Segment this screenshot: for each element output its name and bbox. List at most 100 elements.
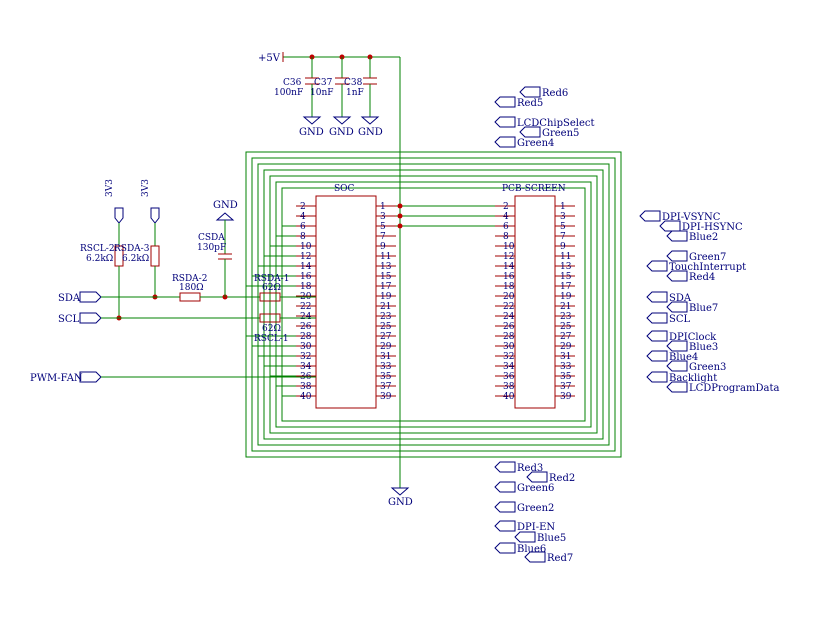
net-blue2: Blue2 (689, 232, 718, 243)
svg-text:180Ω: 180Ω (179, 283, 204, 293)
net-green3: Green3 (689, 362, 726, 373)
net-red4: Red4 (689, 272, 715, 283)
soc-pin-30: 30 (300, 342, 312, 352)
soc-pin-11: 11 (380, 252, 391, 262)
soc-pin-33: 33 (380, 362, 392, 372)
screen-pin-16: 16 (503, 272, 515, 282)
net-sda: SDA (669, 293, 692, 304)
svg-text:6.2kΩ: 6.2kΩ (122, 254, 149, 264)
screen-pin-22: 22 (503, 302, 514, 312)
screen-pin-1: 1 (560, 202, 566, 212)
net-red6: Red6 (542, 88, 568, 99)
screen-pin-14: 14 (503, 262, 515, 272)
svg-text:RSDA-3: RSDA-3 (114, 244, 150, 254)
screen-pin-5: 5 (560, 222, 566, 232)
soc-pin-10: 10 (300, 242, 312, 252)
screen-pin-29: 29 (560, 342, 572, 352)
screen-pin-32: 32 (503, 352, 514, 362)
soc-pin-37: 37 (380, 382, 392, 392)
screen-pin-27: 27 (560, 332, 572, 342)
screen-pin-23: 23 (560, 312, 572, 322)
bus-loop-wires (245, 151, 622, 458)
soc-pin-3: 3 (380, 212, 386, 222)
soc-pin-13: 13 (380, 262, 392, 272)
svg-text:RSDA-1: RSDA-1 (254, 274, 289, 284)
screen-pin-40: 40 (503, 392, 515, 402)
svg-text:GND: GND (213, 200, 238, 211)
screen-pin-8: 8 (503, 232, 509, 242)
soc-pin-16: 16 (300, 272, 312, 282)
svg-text:6.2kΩ: 6.2kΩ (86, 254, 113, 264)
svg-text:SCL: SCL (58, 314, 80, 325)
screen-pin-28: 28 (503, 332, 515, 342)
net-scl: SCL (669, 314, 691, 325)
net-red7: Red7 (547, 553, 573, 564)
screen-pin-12: 12 (503, 252, 514, 262)
svg-text:C37: C37 (314, 78, 333, 88)
svg-text:CSDA: CSDA (198, 233, 225, 243)
net-dpi-vsync: DPI-VSYNC (662, 212, 721, 223)
net-green7: Green7 (689, 252, 726, 263)
soc-pin-40: 40 (300, 392, 312, 402)
net-touchinterrupt: TouchInterrupt (669, 262, 746, 273)
soc-pin-24: 24 (300, 312, 312, 322)
soc-pin-12: 12 (300, 252, 311, 262)
svg-text:62Ω: 62Ω (262, 324, 281, 334)
net-lcdchipselect: LCDChipSelect (517, 118, 595, 129)
soc-pin-6: 6 (300, 222, 306, 232)
screen-pin-9: 9 (560, 242, 566, 252)
net-backlight: Backlight (669, 373, 717, 384)
soc-pin-31: 31 (380, 352, 391, 362)
screen-pin-26: 26 (503, 322, 515, 332)
screen-pin-24: 24 (503, 312, 515, 322)
svg-text:PWM-FAN: PWM-FAN (30, 373, 83, 384)
svg-text:62Ω: 62Ω (262, 283, 281, 293)
screen-connector: PCB-SCREEN 24681012141618202224262830323… (495, 184, 575, 409)
gnd-symbols-caps: GND GND GND (299, 116, 383, 138)
soc-pin-28: 28 (300, 332, 312, 342)
soc-pin-34: 34 (300, 362, 312, 372)
screen-pin-17: 17 (560, 282, 572, 292)
soc-pin-4: 4 (300, 212, 306, 222)
capacitor-c37: C37 10nF (310, 57, 349, 117)
screen-pin-35: 35 (560, 372, 572, 382)
svg-text:GND: GND (358, 127, 383, 138)
soc-pin-32: 32 (300, 352, 311, 362)
soc-pin-22: 22 (300, 302, 311, 312)
screen-pin-4: 4 (503, 212, 509, 222)
soc-pin-26: 26 (300, 322, 312, 332)
screen-pin-18: 18 (503, 282, 515, 292)
svg-text:C38: C38 (344, 78, 363, 88)
soc-pin-35: 35 (380, 372, 392, 382)
net-green5: Green5 (542, 128, 579, 139)
svg-text:3V3: 3V3 (105, 179, 115, 197)
soc-pin-14: 14 (300, 262, 312, 272)
soc-pin-2: 2 (300, 202, 306, 212)
net-blue7: Blue7 (689, 303, 718, 314)
svg-text:RSCL-1: RSCL-1 (254, 334, 289, 344)
svg-text:GND: GND (388, 497, 413, 508)
svg-text:C36: C36 (283, 78, 302, 88)
soc-pin-15: 15 (380, 272, 392, 282)
soc-pin-38: 38 (300, 382, 312, 392)
net-red5: Red5 (517, 98, 543, 109)
soc-pin-8: 8 (300, 232, 306, 242)
screen-pin-39: 39 (560, 392, 572, 402)
screen-pin-3: 3 (560, 212, 566, 222)
svg-text:RSCL-2: RSCL-2 (80, 244, 115, 254)
soc-connector: SOC 246810121416182022242628303234363840… (296, 184, 396, 409)
svg-text:100nF: 100nF (274, 88, 303, 98)
screen-pin-10: 10 (503, 242, 515, 252)
soc-pin-25: 25 (380, 322, 392, 332)
net-dpi-hsync: DPI-HSYNC (682, 222, 743, 233)
svg-text:RSDA-2: RSDA-2 (172, 274, 207, 284)
soc-pin-29: 29 (380, 342, 392, 352)
screen-pin-38: 38 (503, 382, 515, 392)
screen-pin-36: 36 (503, 372, 515, 382)
screen-pin-13: 13 (560, 262, 572, 272)
right-net-labels: Red6Red5LCDChipSelectGreen5Green4DPI-VSY… (494, 86, 779, 394)
net-red3: Red3 (517, 463, 543, 474)
